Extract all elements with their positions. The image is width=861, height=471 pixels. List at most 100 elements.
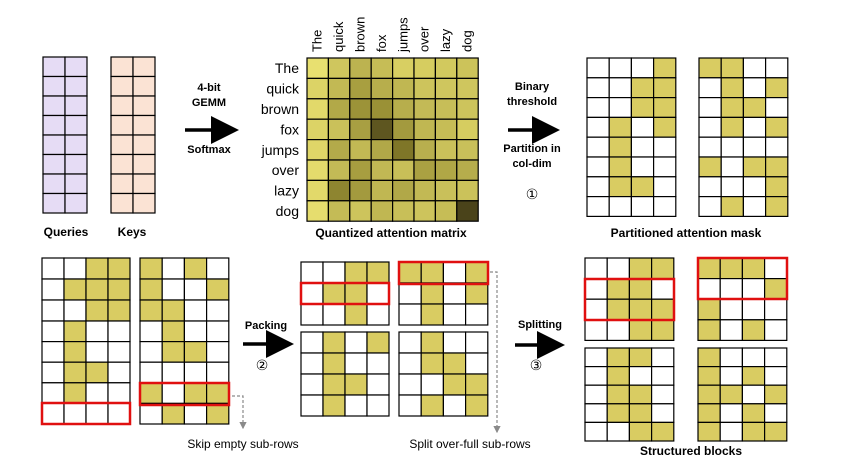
mask-cell [652, 116, 677, 138]
packed-block-bottom-left [300, 331, 390, 417]
packed-cell [442, 282, 467, 305]
attention-cell [456, 57, 479, 79]
subrow-cell [161, 257, 185, 280]
subrow-cell [107, 361, 131, 384]
attention-cell [456, 77, 479, 100]
structured-cell [606, 366, 631, 386]
packed-cell [366, 373, 390, 396]
structured-cell [606, 384, 631, 405]
mask-cell [630, 176, 655, 198]
subrow-cell [107, 382, 131, 404]
subrow-cell [183, 299, 208, 322]
subrow-cell [161, 361, 185, 384]
queries-label: Queries [44, 225, 89, 239]
structured-cell [650, 403, 675, 423]
split-label: Split over-full sub-rows [409, 437, 530, 451]
structured-cell [741, 278, 766, 300]
mask-cell [608, 156, 633, 178]
structured-cell [606, 278, 631, 300]
packing-label: Packing [245, 320, 287, 332]
column-token: dog [460, 30, 475, 52]
attention-cell [370, 57, 394, 79]
structured-cell [719, 366, 744, 386]
mask-cell [586, 196, 610, 218]
subrow-cell [206, 299, 230, 322]
structured-cell [584, 366, 608, 386]
column-token: brown [353, 17, 368, 52]
mask-cell [608, 136, 633, 158]
structured-cell [697, 347, 721, 368]
row-token: fox [280, 121, 299, 137]
column-token: fox [374, 34, 389, 52]
attention-cell [392, 159, 415, 181]
structured-cell [628, 278, 653, 300]
attention-cell [349, 77, 372, 100]
key-cell [132, 95, 156, 117]
subrow-cell [161, 320, 185, 343]
packed-cell [398, 282, 422, 305]
key-cell [110, 114, 134, 136]
structured-cell [650, 257, 675, 280]
subrow-cell [139, 278, 163, 301]
subrow-cell [183, 382, 208, 404]
attention-cell [413, 77, 436, 100]
packed-cell [322, 352, 346, 375]
structured-cell [763, 298, 788, 321]
subrow-cell [139, 257, 163, 280]
subrow-cell [107, 341, 131, 363]
mask-cell [586, 176, 610, 198]
structured-cell [628, 421, 653, 442]
attention-cell [434, 77, 458, 100]
mask-cell [742, 77, 767, 99]
structured-cell [606, 403, 631, 423]
subrow-cell [139, 402, 163, 425]
mask-cell [764, 156, 789, 178]
mask-cell [720, 136, 745, 158]
structured-block-top-left [584, 257, 675, 341]
attention-cell [327, 179, 351, 202]
query-cell [42, 95, 66, 117]
subrow-cell [85, 299, 109, 322]
attention-cell [392, 77, 415, 100]
packed-cell [300, 394, 324, 417]
packed-cell [465, 352, 489, 375]
packed-cell [420, 261, 445, 284]
structured-cell [650, 319, 675, 341]
packed-cell [420, 352, 445, 375]
subrow-cell [206, 402, 230, 425]
mask-cell [720, 77, 745, 99]
attention-cell [434, 118, 458, 141]
subrow-cell [183, 320, 208, 343]
mask-cell [742, 136, 767, 158]
structured-cell [741, 366, 766, 386]
structured-cell [741, 384, 766, 405]
attention-cell [349, 57, 372, 79]
packed-cell [398, 261, 422, 284]
key-cell [132, 173, 156, 195]
attention-cell [434, 179, 458, 202]
attention-cell [349, 139, 372, 161]
split-block-bottom-left [41, 320, 131, 425]
structured-cell [719, 319, 744, 341]
mask-cell [720, 176, 745, 198]
attention-cell [392, 200, 415, 222]
structured-highlight-right [696, 256, 789, 301]
mask-cell [608, 57, 633, 79]
mask-cell [698, 136, 722, 158]
packed-cell [465, 282, 489, 305]
packed-block-top-left [300, 261, 390, 326]
packed-cell [420, 282, 445, 305]
structured-cell [650, 347, 675, 368]
query-cell [42, 75, 66, 97]
row-token: brown [261, 101, 299, 117]
packed-cell [300, 352, 324, 375]
query-cell [64, 153, 88, 175]
attention-cell [370, 139, 394, 161]
packed-cell [344, 394, 368, 417]
packed-cell [300, 282, 324, 305]
subrow-cell [41, 278, 65, 301]
row-token: over [272, 162, 300, 178]
structured-cell [719, 278, 744, 300]
attention-cell [306, 57, 329, 79]
